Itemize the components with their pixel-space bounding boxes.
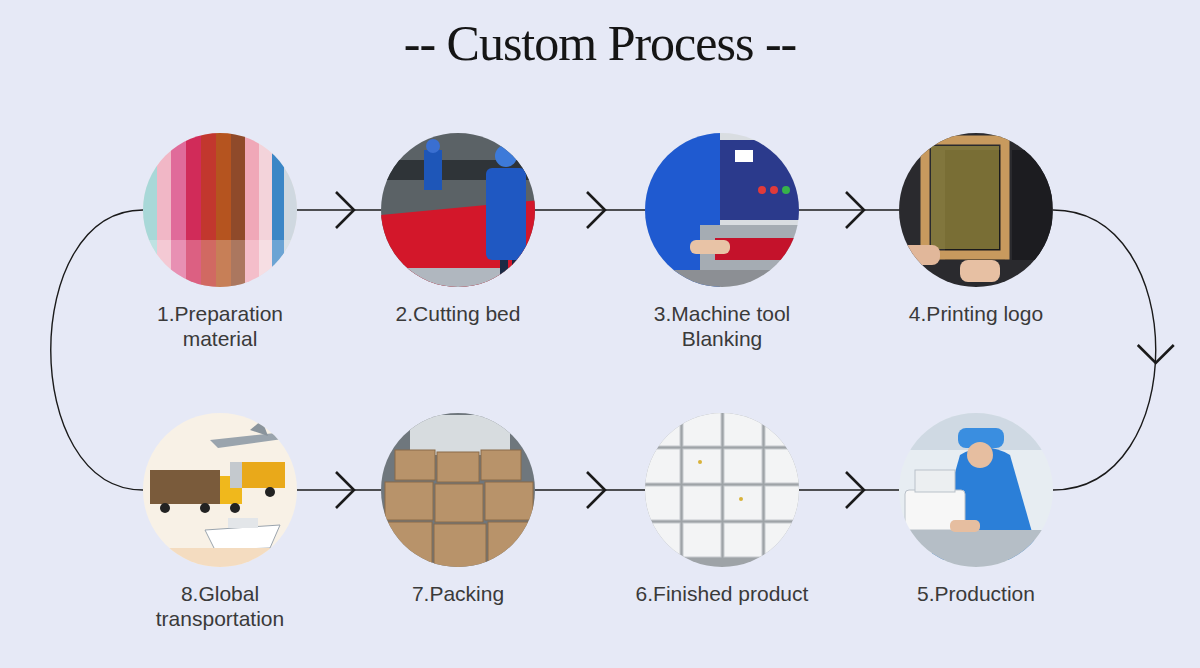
printing-photo: [895, 130, 1060, 290]
packing-photo: [380, 410, 540, 570]
flow-connector: [535, 472, 645, 508]
flow-connector: [535, 192, 645, 228]
connector-line: [297, 489, 381, 490]
step-label: 6.Finished product: [602, 581, 842, 606]
step-label: 4.Printing logo: [856, 301, 1096, 326]
machine-photo: [640, 130, 810, 290]
flow-connector: [297, 472, 381, 508]
step-label: 1.Preparation material: [133, 301, 308, 351]
connector-line: [799, 489, 899, 490]
step-label: 7.Packing: [338, 581, 578, 606]
step-label: 3.Machine tool Blanking: [635, 301, 810, 351]
step-label: 8.Global transportation: [133, 581, 308, 631]
arrow-chevron: [846, 472, 864, 508]
flow-connector: [799, 472, 899, 508]
arrow-chevron: [587, 192, 605, 228]
process-circle: 5.Production: [899, 413, 1053, 567]
connector-curve: [1053, 210, 1156, 490]
process-circle: 8.Global transportation: [143, 413, 297, 567]
arrow-chevron: [336, 472, 354, 508]
connector-line: [297, 209, 381, 210]
process-circle: 4.Printing logo: [899, 133, 1053, 287]
flow-connector: [799, 192, 899, 228]
diagram-title: -- Custom Process --: [0, 14, 1200, 72]
cutting-photo: [380, 130, 540, 290]
connector-line: [535, 489, 645, 490]
process-circle: 1.Preparation material: [143, 133, 297, 287]
step-label: 5.Production: [856, 581, 1096, 606]
arrow-chevron: [846, 192, 864, 228]
flow-connector: [297, 192, 381, 228]
process-circle: 7.Packing: [381, 413, 535, 567]
connector-line: [535, 209, 645, 210]
production-photo: [895, 410, 1060, 570]
process-circle: 2.Cutting bed: [381, 133, 535, 287]
connector-line: [799, 209, 899, 210]
arrow-chevron: [1138, 345, 1174, 363]
flow-connector: [51, 210, 143, 490]
arrow-chevron: [336, 192, 354, 228]
product-photo: [640, 410, 805, 570]
material-photo: [140, 130, 300, 290]
transport-photo: [140, 410, 300, 570]
connector-curve: [51, 210, 143, 490]
process-circle: 6.Finished product: [645, 413, 799, 567]
process-circle: 3.Machine tool Blanking: [645, 133, 799, 287]
step-label: 2.Cutting bed: [338, 301, 578, 326]
flow-connector: [1053, 210, 1174, 490]
arrow-chevron: [587, 472, 605, 508]
